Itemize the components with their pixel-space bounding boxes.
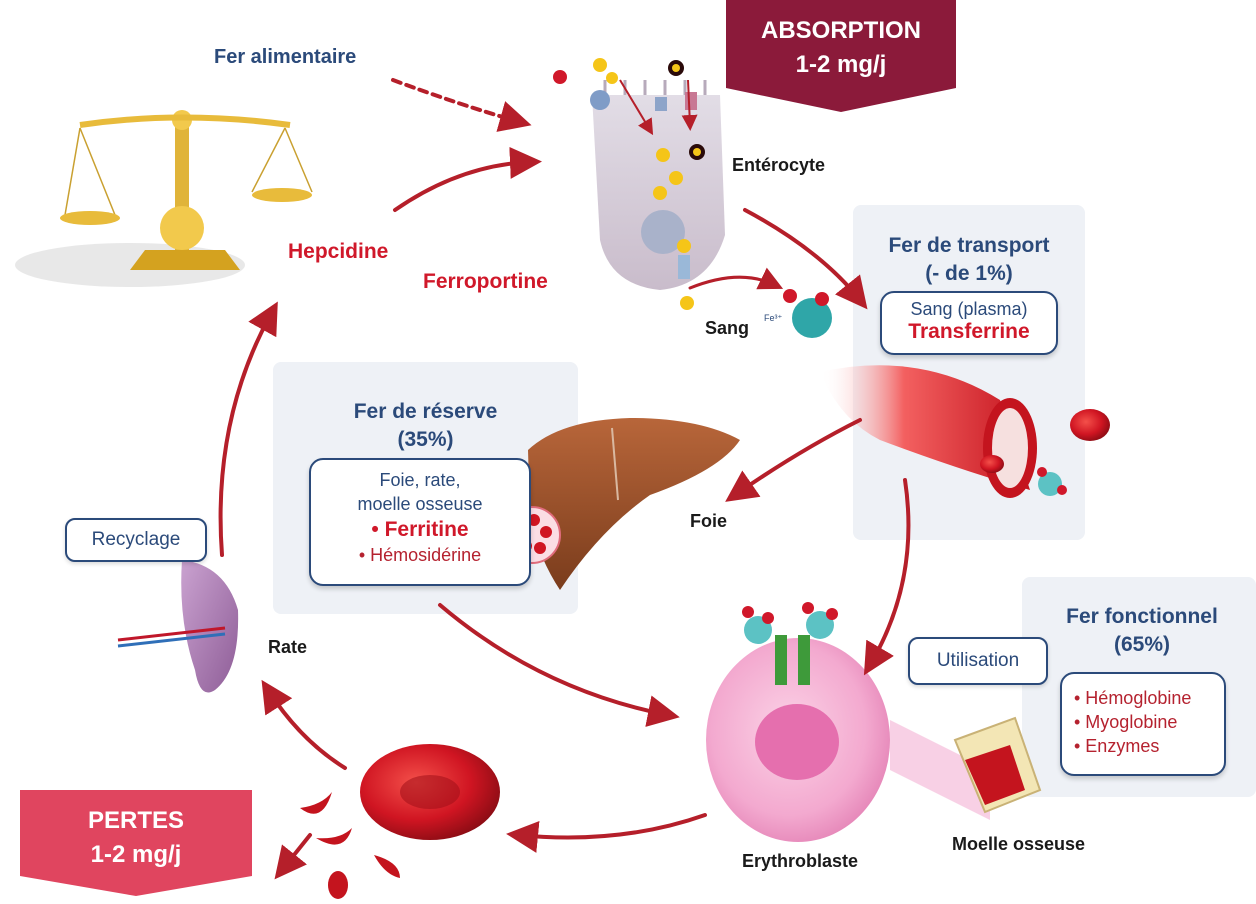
reserve-title-line1: Fer de réserve bbox=[353, 400, 498, 423]
enterocyte-label: Entérocyte bbox=[732, 155, 826, 175]
transport-title: Fer de transport (- de 1%) bbox=[853, 232, 1085, 288]
absorption-banner-text: ABSORPTION 1-2 mg/j bbox=[726, 14, 956, 82]
transferrin-molecule bbox=[783, 289, 832, 338]
pertes-banner-text: PERTES 1-2 mg/j bbox=[20, 804, 252, 872]
erythroblast-to-rbc-arrow bbox=[506, 813, 707, 853]
absorption-banner bbox=[726, 0, 956, 112]
transport-title-line1: Fer de transport bbox=[888, 234, 1050, 257]
fonctionnel-title: Fer fonctionnel (65%) bbox=[1028, 603, 1256, 659]
reserve-card: Foie, rate, moelle osseuse • Ferritine •… bbox=[309, 458, 531, 586]
enzymes-item: • Enzymes bbox=[1074, 736, 1160, 756]
rate-label: Rate bbox=[268, 637, 308, 657]
rbc-to-spleen-arrow bbox=[261, 679, 347, 770]
sang-label: Sang bbox=[705, 318, 750, 338]
hepcidine-label: Hepcidine bbox=[288, 240, 389, 263]
reserve-title: Fer de réserve (35%) bbox=[273, 398, 578, 454]
reserve-card-line1: Foie, rate, bbox=[379, 470, 461, 490]
loss-arrow bbox=[274, 833, 312, 880]
fonctionnel-title-line1: Fer fonctionnel bbox=[1066, 605, 1218, 628]
utilisation-pill: Utilisation bbox=[908, 637, 1048, 685]
myoglobine-item: • Myoglobine bbox=[1074, 712, 1178, 732]
ferritine-label: • Ferritine bbox=[371, 518, 469, 541]
transport-card-line1: Sang (plasma) bbox=[910, 299, 1028, 319]
scale-icon bbox=[15, 110, 313, 287]
reserve-title-line2: (35%) bbox=[397, 428, 454, 451]
blood-vessel bbox=[820, 365, 1110, 498]
to-blood-arrow bbox=[688, 267, 784, 290]
transport-to-liver-arrow bbox=[725, 418, 862, 502]
hepcidine-arrow bbox=[393, 146, 542, 212]
absorption-to-transport-arrow bbox=[743, 208, 868, 310]
pertes-banner bbox=[20, 790, 252, 896]
absorption-amount: 1-2 mg/j bbox=[795, 51, 887, 78]
transport-title-line2: (- de 1%) bbox=[925, 262, 1013, 285]
fe3-label: Fe³⁺ bbox=[764, 313, 783, 323]
blood-drops bbox=[300, 792, 400, 899]
foie-label: Foie bbox=[690, 511, 728, 531]
fonctionnel-card: • Hémoglobine • Myoglobine • Enzymes bbox=[1060, 672, 1226, 776]
transport-to-erythroblast-arrow bbox=[863, 478, 911, 676]
absorption-title: ABSORPTION bbox=[760, 17, 921, 44]
hemoglobine-item: • Hémoglobine bbox=[1074, 688, 1192, 708]
reserve-card-line2: moelle osseuse bbox=[357, 494, 483, 514]
enterocyte-cell bbox=[553, 58, 725, 310]
pertes-title: PERTES bbox=[87, 807, 185, 834]
fonctionnel-title-line2: (65%) bbox=[1113, 633, 1171, 656]
recyclage-pill: Recyclage bbox=[65, 518, 207, 562]
hemosiderine-label: • Hémosidérine bbox=[358, 545, 482, 565]
transport-card: Sang (plasma) Transferrine bbox=[880, 291, 1058, 355]
fer-alimentaire-label: Fer alimentaire bbox=[214, 46, 357, 68]
recycling-arrow bbox=[218, 301, 278, 557]
red-blood-cell bbox=[360, 744, 500, 840]
pertes-amount: 1-2 mg/j bbox=[90, 841, 182, 868]
spleen-organ bbox=[117, 560, 239, 693]
erythroblaste-label: Erythroblaste bbox=[742, 851, 859, 871]
ferroportine-label: Ferroportine bbox=[423, 270, 548, 293]
reserve-to-erythroblast-arrow bbox=[438, 603, 680, 727]
bone-marrow-icon bbox=[953, 716, 1042, 814]
moelle-osseuse-label: Moelle osseuse bbox=[952, 834, 1086, 854]
diet-arrow bbox=[391, 78, 532, 132]
transferrine-label: Transferrine bbox=[908, 320, 1030, 343]
erythroblast-cell bbox=[706, 602, 990, 842]
